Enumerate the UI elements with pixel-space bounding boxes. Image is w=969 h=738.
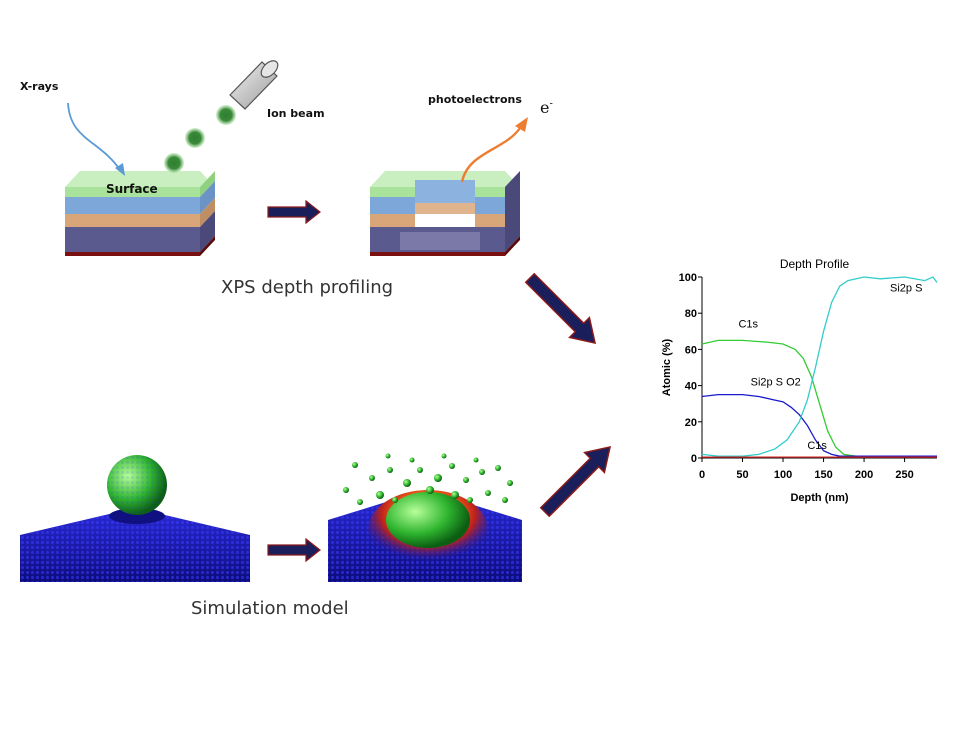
chart-title: Depth Profile xyxy=(780,257,850,271)
x-tick-label: 250 xyxy=(895,469,913,481)
diagonal-arrow-up xyxy=(539,445,612,518)
series-line xyxy=(701,339,937,457)
ion-beam-label: Ion beam xyxy=(267,107,325,120)
series-annotation: C1s xyxy=(807,440,827,452)
x-tick-label: 150 xyxy=(814,469,832,481)
process-arrow xyxy=(267,199,321,225)
x-tick-label: 200 xyxy=(855,469,873,481)
series-annotation: C1s xyxy=(738,319,758,331)
simulation-after xyxy=(328,453,522,582)
series-line xyxy=(701,393,937,457)
layer-stack-1 xyxy=(65,171,215,256)
xrays-label: X-rays xyxy=(20,80,59,93)
xps-title: XPS depth profiling xyxy=(221,277,394,298)
process-arrow xyxy=(267,537,321,563)
layer-stack-2 xyxy=(370,171,520,256)
x-tick-label: 0 xyxy=(699,469,705,481)
y-tick-label: 0 xyxy=(691,453,697,465)
ion-particle xyxy=(185,128,205,148)
x-tick-label: 50 xyxy=(736,469,748,481)
xray-arrow xyxy=(67,102,121,171)
x-tick-label: 100 xyxy=(774,469,792,481)
ion-particle xyxy=(164,153,184,173)
depth-profile-chart: 0 20 40 60 80 100 0 50 100 150 200 250 Depth Profile… xyxy=(661,257,938,504)
electron-label: e- xyxy=(540,98,553,117)
photoelectron-arrow xyxy=(460,127,521,183)
y-axis-label: Atomic (%) xyxy=(661,338,673,396)
series-annotation: Si2p S xyxy=(890,282,922,294)
y-tick-label: 40 xyxy=(685,381,697,393)
photoelectrons-label: photoelectrons xyxy=(428,93,522,106)
series-line xyxy=(701,276,938,457)
y-tick-label: 80 xyxy=(685,308,697,320)
diagonal-arrow-down xyxy=(524,272,597,345)
x-axis-label: Depth (nm) xyxy=(790,492,848,504)
surface-label: Surface xyxy=(106,182,158,196)
simulation-before xyxy=(20,455,250,582)
y-tick-label: 20 xyxy=(685,417,697,429)
ion-gun-icon xyxy=(229,60,279,110)
y-tick-label: 60 xyxy=(685,344,697,356)
y-tick-label: 100 xyxy=(679,272,697,284)
ion-particle xyxy=(216,105,236,125)
simulation-title: Simulation model xyxy=(191,598,349,619)
series-annotation: Si2p S O2 xyxy=(751,377,801,389)
